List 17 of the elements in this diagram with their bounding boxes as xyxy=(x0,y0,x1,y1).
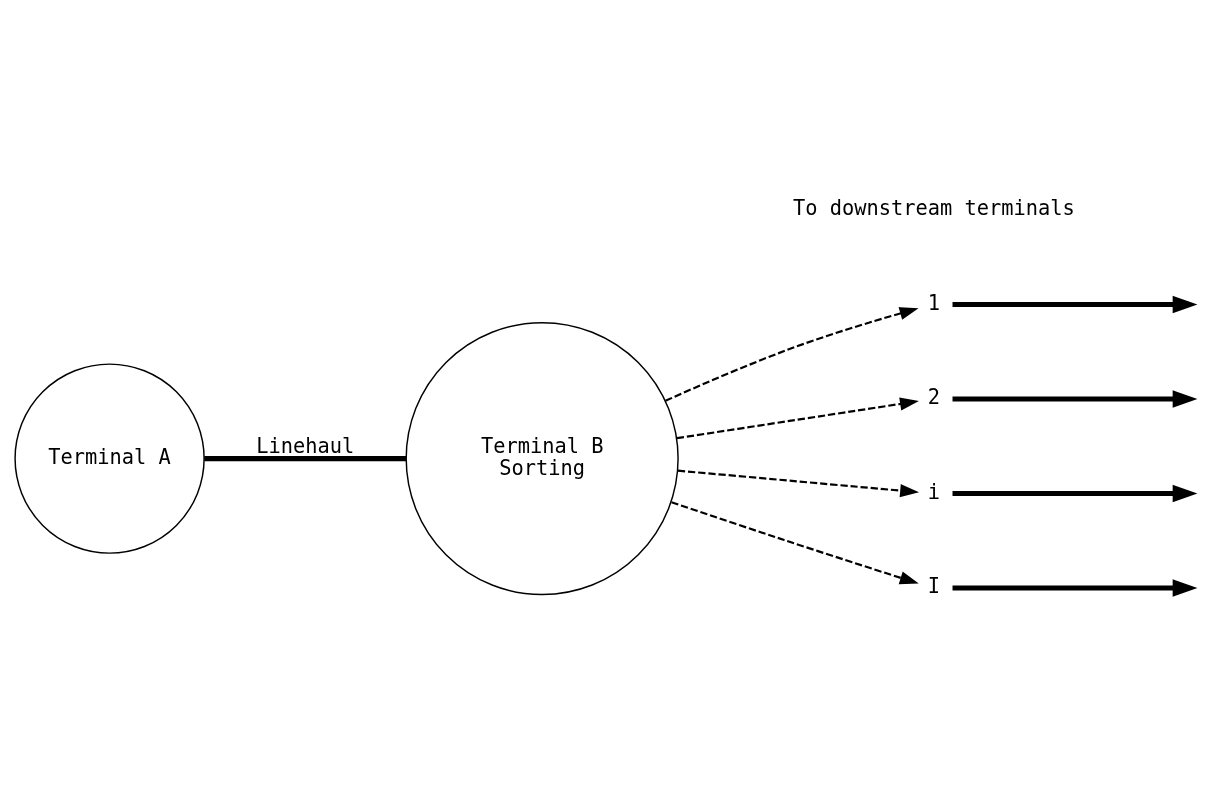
node-text: I xyxy=(927,574,941,599)
arrow xyxy=(677,469,920,498)
arrow xyxy=(671,501,919,585)
node-text: 1 xyxy=(927,290,941,315)
arrow xyxy=(952,295,1198,314)
label: To downstream terminals xyxy=(793,196,1075,221)
connector xyxy=(204,456,407,462)
arrow xyxy=(952,390,1198,408)
node-text: i xyxy=(927,479,941,504)
node-circle: Terminal A xyxy=(14,363,205,554)
arrow xyxy=(952,484,1198,503)
edge-label: Linehaul xyxy=(256,434,355,459)
arrow xyxy=(676,397,919,440)
arrow xyxy=(952,579,1198,597)
node-text: 2 xyxy=(927,385,941,410)
arrow xyxy=(665,307,919,402)
node-circle: Terminal B Sorting xyxy=(405,321,679,596)
